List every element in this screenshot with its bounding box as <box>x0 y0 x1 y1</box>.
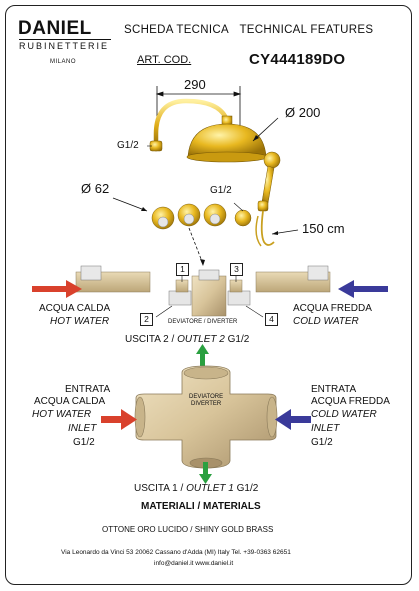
outlet2-suffix: G1/2 <box>224 334 250 345</box>
title-it: SCHEDA TECNICA <box>124 24 229 36</box>
cold-water-label-en: COLD WATER <box>293 316 359 327</box>
inlet-hot-l1: ENTRATA <box>65 384 111 395</box>
cold-water-arrow-top <box>338 280 388 298</box>
technical-drawing <box>32 86 388 484</box>
hot-water-label-en: HOT WATER <box>50 316 110 327</box>
footer-contact: info@daniel.it www.daniel.it <box>154 560 234 567</box>
inlet-cold-l1: ENTRATA <box>311 384 357 395</box>
inlet-cold-l3: COLD WATER <box>311 409 377 420</box>
outlet1-suffix: G1/2 <box>233 483 259 494</box>
cold-water-label-it: ACQUA FREDDA <box>293 303 372 314</box>
footer-address: Via Leonardo da Vinci 53 20062 Cassano d… <box>61 549 291 556</box>
callout-3: 3 <box>230 263 243 276</box>
valve-knobs <box>151 203 252 230</box>
inlet-hot-l4: INLET <box>68 423 97 434</box>
knob-diameter: Ø 62 <box>81 181 110 196</box>
outlet2-italic: OUTLET 2 <box>177 334 225 345</box>
inlet-hot-l3: HOT WATER <box>32 409 92 420</box>
hose-length: 150 cm <box>302 221 345 236</box>
shower-head <box>186 123 268 163</box>
inlet-cold-l2: ACQUA FREDDA <box>311 396 390 407</box>
outlet2-arrow <box>196 344 209 366</box>
outlet1-italic: OUTLET 1 <box>186 483 234 494</box>
art-code: CY444189DO <box>249 51 346 68</box>
concealed-valve-body <box>75 265 331 317</box>
outlet2-prefix: USCITA 2 / <box>125 334 178 345</box>
brand-name: DANIEL <box>18 18 92 39</box>
width-value: 290 <box>184 77 206 92</box>
callout-4: 4 <box>265 313 278 326</box>
brand-sub: RUBINETTERIE <box>19 41 110 51</box>
hand-shower <box>255 151 281 247</box>
hot-water-label-it: ACQUA CALDA <box>39 303 111 314</box>
hot-water-arrow-inlet <box>101 409 137 430</box>
callout-1: 1 <box>176 263 189 276</box>
cold-water-arrow-inlet <box>275 409 311 430</box>
title-en: TECHNICAL FEATURES <box>239 24 374 36</box>
hand-thread: G1/2 <box>210 185 232 196</box>
body-label-1: DEVIATORE <box>189 394 224 400</box>
arm-thread: G1/2 <box>117 140 139 151</box>
technical-sheet: DANIEL RUBINETTERIE MILANO SCHEDA TECNIC… <box>5 5 412 585</box>
brand-city: MILANO <box>50 59 77 65</box>
logo-divider <box>19 39 111 40</box>
callout-2: 2 <box>140 313 153 326</box>
art-code-label: ART. COD. <box>137 54 192 66</box>
inlet-cold-l5: G1/2 <box>311 437 333 448</box>
inlet-hot-l2: ACQUA CALDA <box>34 396 106 407</box>
diverter-cross-body <box>134 365 278 469</box>
hot-water-arrow-top <box>32 280 82 298</box>
head-diameter: Ø 200 <box>285 105 321 120</box>
inlet-cold-l4: INLET <box>311 423 340 434</box>
outlet1-label: USCITA 1 / OUTLET 1 G1/2 <box>134 483 258 494</box>
materials-title: MATERIALI / MATERIALS <box>141 501 261 512</box>
inlet-hot-l5: G1/2 <box>73 437 95 448</box>
outlet2-label: USCITA 2 / OUTLET 2 G1/2 <box>125 334 249 345</box>
materials-value: OTTONE ORO LUCIDO / SHINY GOLD BRASS <box>102 525 274 534</box>
body-label-2: DIVERTER <box>191 401 222 407</box>
outlet1-arrow <box>199 462 212 484</box>
outlet1-prefix: USCITA 1 / <box>134 483 187 494</box>
deviator-label: DEVIATORE / DIVERTER <box>168 319 238 325</box>
sheet-title: SCHEDA TECNICA TECHNICAL FEATURES <box>124 24 373 36</box>
